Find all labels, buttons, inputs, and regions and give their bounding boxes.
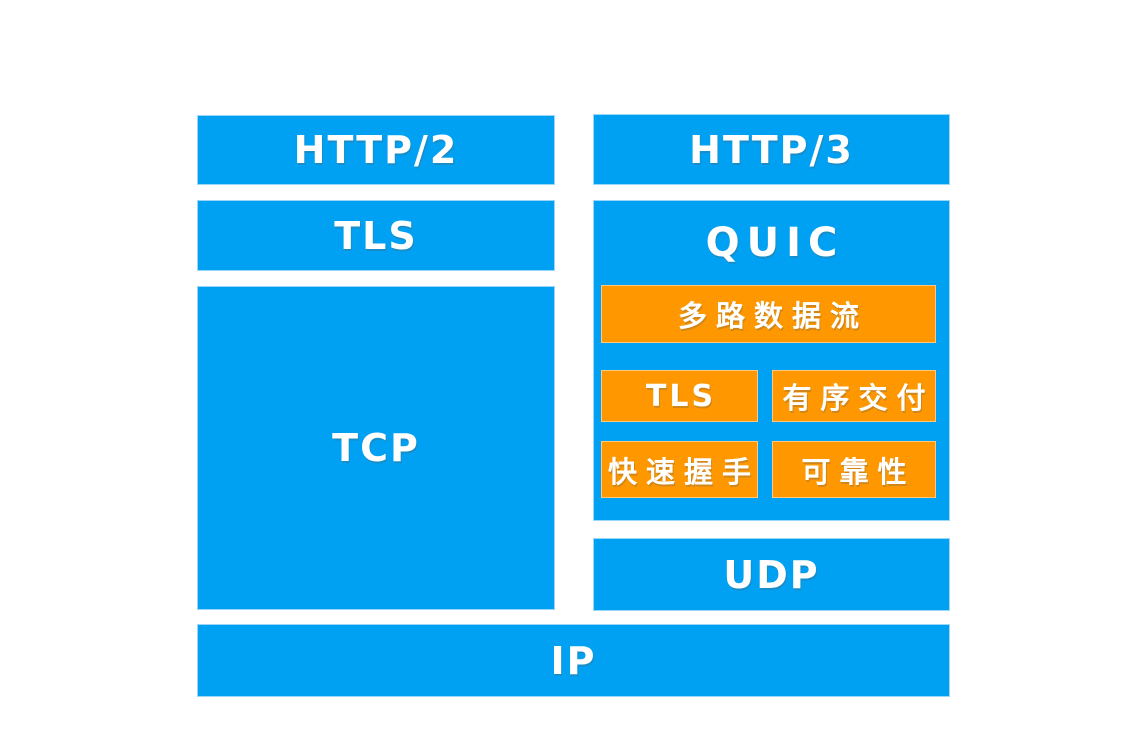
fast-handshake-label: 快速握手 [608,454,761,489]
quic-tls-label: TLS [645,378,717,414]
http3-box: HTTP/3 [593,114,950,185]
tcp-label: TCP [332,426,420,470]
quic-feature-reliability: 可靠性 [772,441,936,498]
ip-label: IP [550,638,597,683]
quic-feature-tls: TLS [601,370,758,422]
reliability-label: 可靠性 [801,454,916,489]
quic-feature-fast-handshake: 快速握手 [601,441,758,498]
ip-box: IP [197,624,950,697]
http2-box: HTTP/2 [197,115,555,185]
quic-label: QUIC [705,220,845,266]
quic-feature-multiplex-streams: 多路数据流 [601,285,936,343]
quic-title: QUIC [594,207,949,279]
udp-box: UDP [593,538,950,611]
tls-box: TLS [197,200,555,271]
tcp-box: TCP [197,286,555,610]
tls-label: TLS [334,213,418,258]
quic-feature-ordered-delivery: 有序交付 [772,370,936,422]
http2-label: HTTP/2 [293,128,459,172]
udp-label: UDP [723,552,820,597]
ordered-delivery-label: 有序交付 [782,381,935,415]
http3-label: HTTP/3 [689,127,854,172]
multiplex-streams-label: 多路数据流 [677,299,868,333]
